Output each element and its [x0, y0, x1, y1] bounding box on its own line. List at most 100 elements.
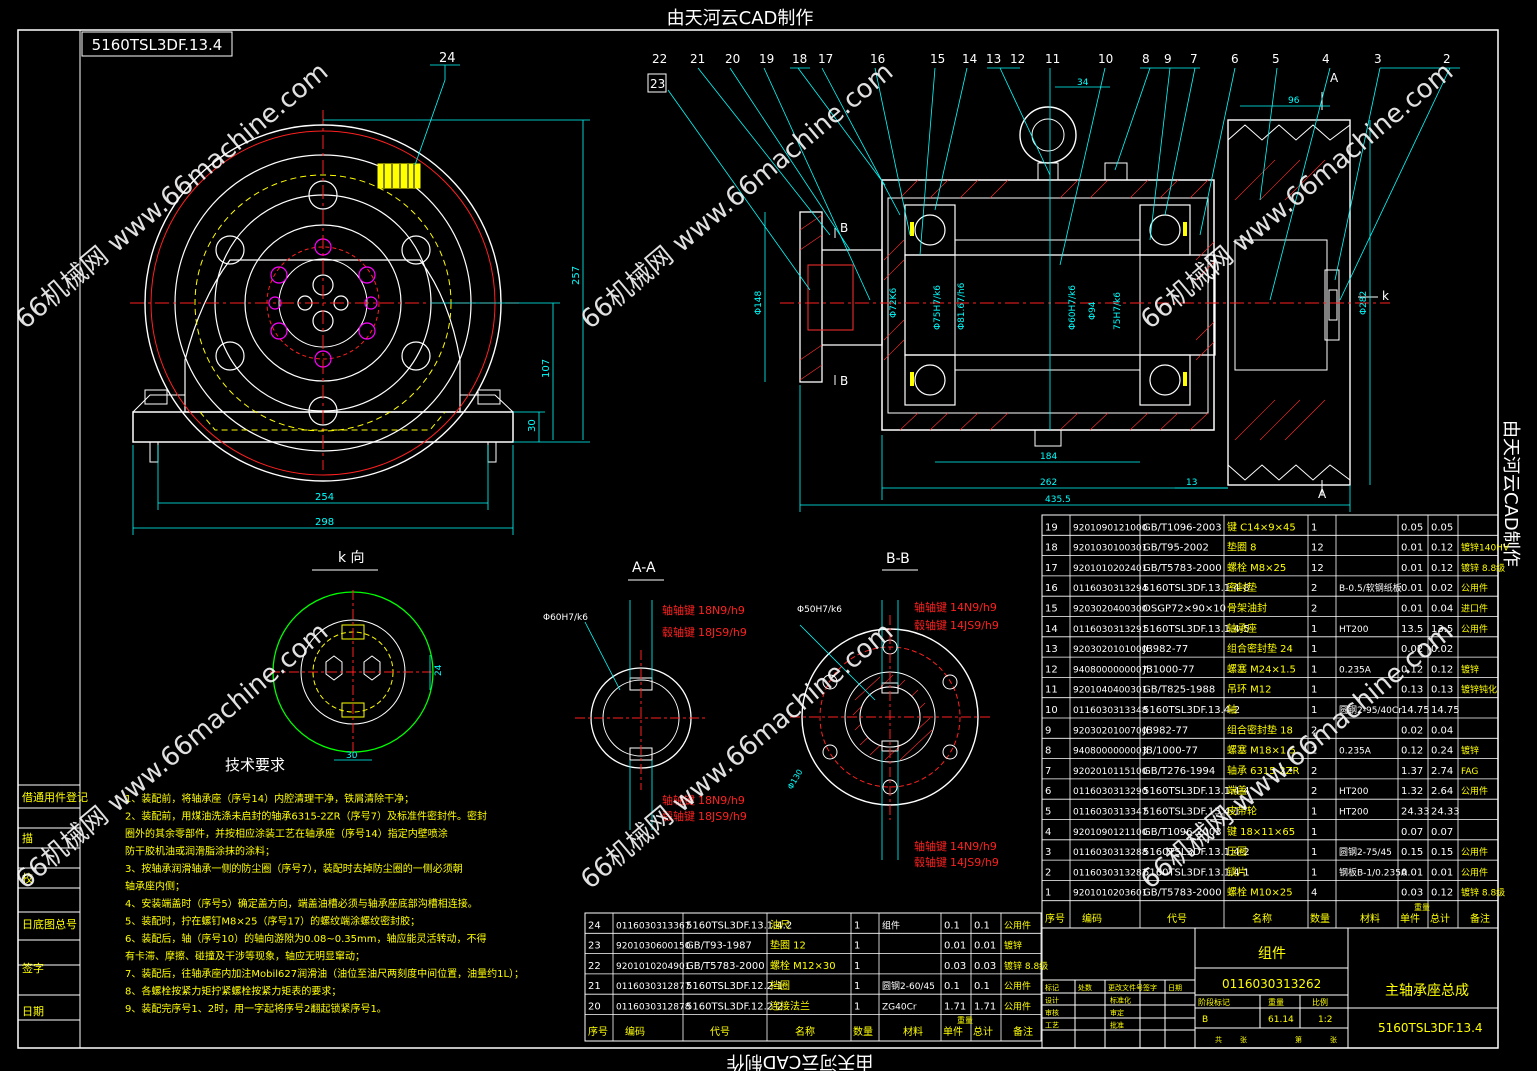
- bom-cell-code: 9408000000003: [1073, 747, 1147, 757]
- bom-cell-spec: GB/T93-1987: [686, 941, 752, 952]
- bom-cell-qty: 2: [1311, 604, 1317, 615]
- bom-cell-qty: 1: [1311, 807, 1317, 818]
- bom-cell-no: 21: [588, 981, 601, 992]
- balloon-20: 20: [725, 52, 740, 66]
- bom-cell-code: 0116030313287: [1073, 868, 1147, 878]
- balloon-5: 5: [1272, 52, 1280, 66]
- bom-cell-name: 螺栓 M8×25: [1227, 561, 1286, 574]
- bom-cell-w1: 0.02: [1401, 725, 1423, 736]
- balloon-10: 10: [1098, 52, 1113, 66]
- bom-cell-note: 镀锌 8.8级: [1004, 960, 1048, 972]
- balloon-23: 23: [650, 77, 665, 91]
- aa-top-hub: 18JS9/h9: [698, 626, 747, 639]
- bom-cell-no: 19: [1045, 522, 1058, 533]
- aa-bot-shaft-label: 轴轴键: [662, 793, 695, 807]
- mirrored-drawing-no: 5160TSL3DF.13.4: [92, 36, 223, 54]
- bom-cell-qty: 1: [854, 961, 860, 972]
- bom-cell-w1: 0.01: [1401, 543, 1423, 554]
- bom-cell-w2: 0.13: [1431, 685, 1453, 696]
- bom-cell-w1: 0.13: [1401, 685, 1423, 696]
- bom-cell-w2: 0.12: [1431, 543, 1453, 554]
- section-b-top: B: [840, 221, 848, 235]
- bom-cell-name: 键 18×11×65: [1227, 825, 1295, 838]
- section-a-top: A: [1330, 71, 1339, 85]
- balloon-13: 13: [986, 52, 1001, 66]
- header-top: 由天河云CAD制作: [667, 8, 814, 29]
- bom-cell-code: 0116030312877: [616, 982, 690, 992]
- tb-stage: B: [1202, 1015, 1208, 1025]
- tb-sheet-cell: 共: [1215, 1035, 1222, 1044]
- bom-cell-mat: 0.235A: [1339, 665, 1372, 675]
- bb-top-hub: 14JS9/h9: [950, 619, 999, 632]
- bom-cell-w1: 0.01: [1401, 583, 1423, 594]
- tech-line: 6、装配后，轴（序号10）的轴向游隙为0.08~0.35mm，轴应能灵活转动，不…: [125, 932, 486, 945]
- bom-cell-w1: 0.03: [944, 961, 966, 972]
- dim-phi94: Φ94: [1088, 301, 1098, 320]
- tech-line: 9、装配完序号1、2时，用一字起将序号2翻起锁紧序号1。: [125, 1002, 387, 1015]
- dim-phi72: Φ72K6: [889, 288, 899, 318]
- bom-cell-qty: 1: [1311, 664, 1317, 675]
- bom-cell-code: 9201040400301: [1073, 686, 1147, 696]
- bom-cell-w2: 0.1: [974, 981, 990, 992]
- bom-cell-spec: JB982-77: [1142, 725, 1188, 736]
- bom-cell-name: 压圈: [1227, 846, 1247, 858]
- bom-cell-qty: 1: [854, 920, 860, 931]
- balloon-9: 9: [1164, 52, 1172, 66]
- bom-cell-w1: 0.02: [1401, 644, 1423, 655]
- bom-cell-w1: 1.32: [1401, 786, 1423, 797]
- tb-stage-label: 阶段标记: [1198, 997, 1230, 1007]
- bom-cell-mat: 圆钢2-75/45: [1339, 846, 1392, 858]
- tb-scale-label: 比例: [1312, 997, 1328, 1007]
- bom-cell-name: 吊环 M12: [1227, 684, 1272, 696]
- bom-cell-name: 螺栓 M12×30: [770, 959, 836, 972]
- bom-header-cell: 代号: [710, 1026, 730, 1038]
- bom-cell-code: 9408000000007: [1073, 665, 1147, 675]
- view-k-marker: k: [1382, 289, 1389, 303]
- bom-cell-no: 12: [1045, 664, 1058, 675]
- left-panel-label: 签字: [22, 961, 44, 975]
- balloon-22: 22: [652, 52, 667, 66]
- bb-bot-shaft-label: 轴轴键: [914, 839, 947, 853]
- bom-cell-name: 垫圈 12: [770, 939, 806, 952]
- bom-weight-label: 重量: [1414, 902, 1430, 912]
- aa-bot-hub-label: 毂轴键: [662, 809, 695, 823]
- bom-cell-w2: 13.5: [1431, 624, 1453, 635]
- bom-cell-qty: 1: [1311, 624, 1317, 635]
- left-panel-label: 校: [22, 871, 33, 885]
- bom-cell-no: 3: [1045, 847, 1051, 858]
- bom-cell-code: 9201090121000: [1073, 523, 1148, 533]
- bom-cell-no: 1: [1045, 888, 1051, 899]
- tech-line: 2、装配前，用煤油洗涤未启封的轴承6315-2ZR（序号7）及标准件密封件。密封: [125, 810, 487, 823]
- aa-top-shaft: 18N9/h9: [698, 604, 745, 617]
- bom-header-cell: 备注: [1470, 912, 1490, 925]
- dim-75: 75H7/k6: [1113, 292, 1123, 330]
- balloon-2: 2: [1443, 52, 1451, 66]
- tech-line: 圈外的其余零部件，并按相应涂装工艺在轴承座（序号14）指定内壁喷涂: [125, 827, 448, 840]
- balloon-8: 8: [1142, 52, 1150, 66]
- aa-dia: Φ60H7/k6: [543, 613, 588, 623]
- bom-cell-mat: 圆钢2-95/40Cr: [1339, 704, 1402, 716]
- tb-cell: 更改文件号: [1108, 983, 1143, 992]
- bom-cell-w1: 0.12: [1401, 664, 1423, 675]
- bb-dia: Φ50H7/k6: [797, 605, 842, 615]
- balloon-19: 19: [759, 52, 774, 66]
- bb-bot-hub: 14JS9/h9: [950, 856, 999, 869]
- tb-cell: 批准: [1110, 1021, 1124, 1030]
- bom-cell-w2: 0.15: [1431, 847, 1453, 858]
- left-panel-label: 日期: [22, 1005, 44, 1018]
- dim-phi75: Φ75H7/k6: [933, 285, 943, 330]
- bom-cell-spec: GB/T276-1994: [1143, 766, 1215, 777]
- bom-cell-mat: ZG40Cr: [882, 1003, 917, 1013]
- dim-13: 13: [1186, 478, 1197, 488]
- header-right: 由天河云CAD制作: [1500, 420, 1521, 567]
- tech-line: 4、安装端盖时（序号5）确定盖方向，端盖油槽必须与轴承座底部沟槽相连接。: [125, 897, 478, 910]
- bb-top-hub-label: 毂轴键: [914, 618, 947, 632]
- bom-cell-w1: 24.33: [1401, 807, 1430, 818]
- bom-cell-w2: 0.1: [974, 920, 990, 931]
- bom-cell-note: 公用件: [1461, 785, 1488, 797]
- bom-cell-spec: GB/T5783-2000: [1143, 888, 1222, 899]
- bom-cell-qty: 2: [1311, 746, 1317, 757]
- bom-cell-code: 9201030600150: [616, 942, 691, 952]
- bom-cell-mat: HT200: [1339, 787, 1369, 797]
- bom-cell-code: 9201010202401: [1073, 564, 1147, 574]
